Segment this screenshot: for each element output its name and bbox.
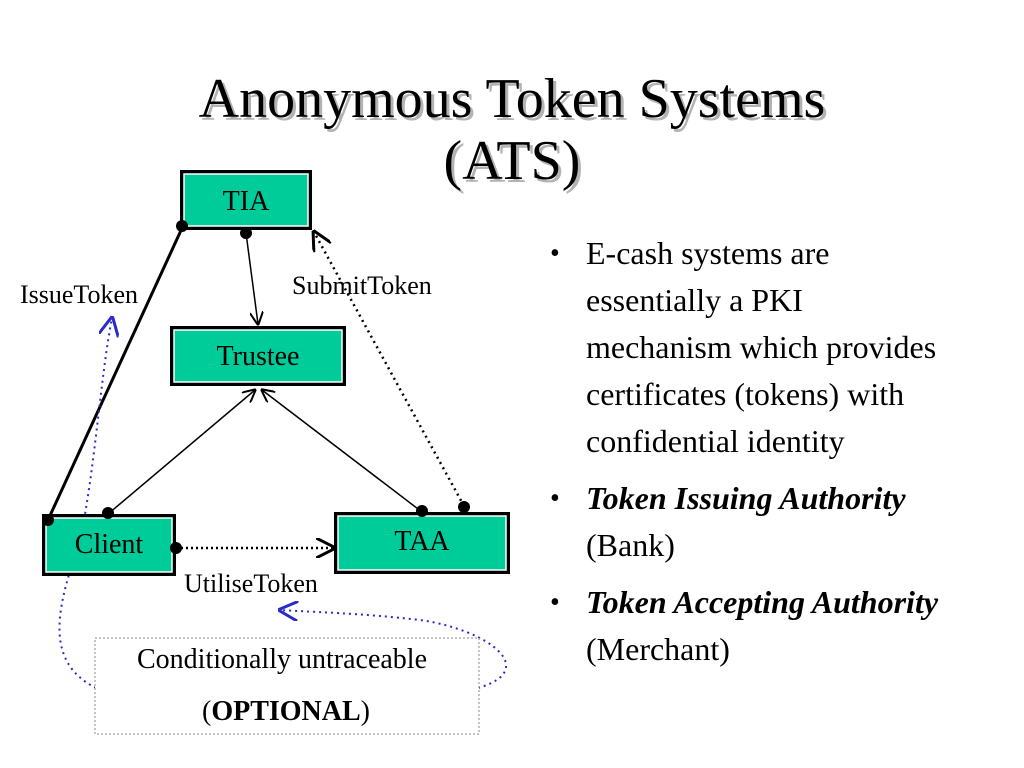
bullet-item-tia: • Token Issuing Authority (Bank) [548,475,948,569]
bullet-symbol: • [550,587,560,618]
issue-token-edge [46,225,185,521]
client-utilise-dot [170,542,182,554]
note-line-2: (OPTIONAL) [202,696,370,727]
submit-token-edge [314,232,466,507]
bullet-list: • E-cash systems are essentially a PKI m… [548,230,948,683]
submit-token-label: SubmitToken [292,271,432,300]
tia-trustee-dot [240,227,252,239]
note-line-1: Conditionally untraceable [137,644,427,675]
client-box: Client [42,514,176,576]
untraceable-to-issue-curve [58,318,112,689]
trustee-label: Trustee [217,341,300,372]
bullet-rest: (Merchant) [586,631,730,667]
bullet-emphasis: Token Accepting Authority [586,584,939,620]
slide-title-line-2: (ATS) [443,130,581,192]
bullet-symbol: • [550,483,560,514]
bullet-item-ecash: • E-cash systems are essentially a PKI m… [548,230,948,465]
bullet-rest: (Bank) [586,527,675,563]
client-label: Client [75,529,144,560]
trustee-box: Trustee [170,326,346,386]
taa-label: TAA [394,526,450,557]
client-to-trustee-link [107,390,255,515]
taa-box: TAA [334,512,510,574]
note-optional: OPTIONAL [211,696,360,727]
trustee-to-trustee-link [245,232,258,324]
taa-submit-dot [458,501,470,513]
slide-title: Anonymous Token Systems (ATS) [0,68,1024,192]
untraceable-note: Conditionally untraceable (OPTIONAL) [94,637,480,735]
bullet-emphasis: Token Issuing Authority [586,480,906,516]
bullet-item-taa: • Token Accepting Authority (Merchant) [548,579,948,673]
bullet-symbol: • [550,238,560,269]
note-close-paren: ) [361,696,370,727]
utilise-token-label: UtiliseToken [184,569,318,598]
bullet-text: E-cash systems are essentially a PKI mec… [586,235,937,459]
untraceable-to-utilise-curve [280,610,508,689]
client-trustee-dot [102,507,114,519]
tia-issue-dot [176,220,188,232]
note-open-paren: ( [202,696,211,727]
issue-token-label: IssueToken [20,280,138,309]
tia-box: TIA [180,170,312,230]
taa-to-trustee-link [262,390,423,513]
taa-trustee-dot [416,505,428,517]
client-issue-dot [42,514,54,526]
tia-label: TIA [223,186,270,217]
slide-title-line-1: Anonymous Token Systems [198,68,826,130]
